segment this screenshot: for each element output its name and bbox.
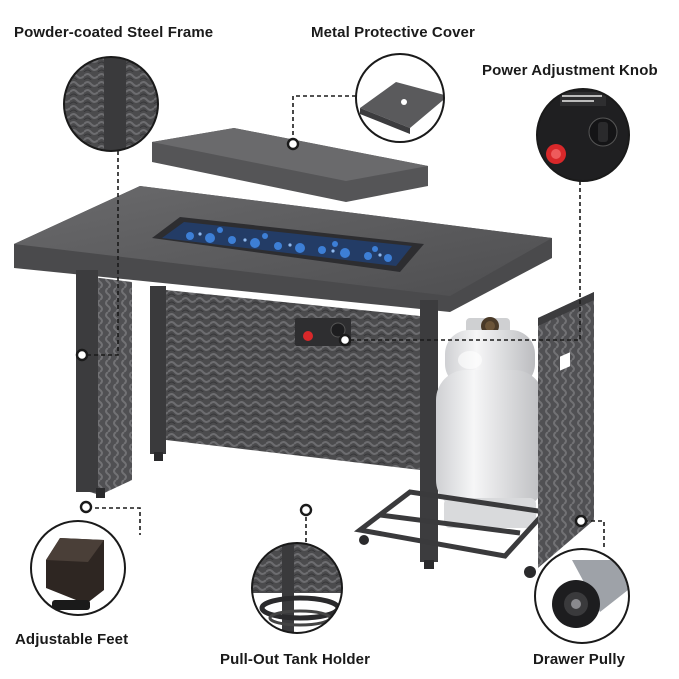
tank-dot	[299, 503, 313, 517]
propane-tank	[436, 317, 544, 528]
detail-drawer-pully	[534, 548, 630, 644]
left-side-panel	[76, 270, 132, 498]
front-wicker-panel	[166, 290, 420, 470]
detail-tank-holder	[251, 542, 343, 634]
cover-dot	[286, 137, 300, 151]
label-pully: Drawer Pully	[533, 651, 626, 668]
label-feet: Adjustable Feet	[15, 631, 129, 648]
detail-cover	[355, 53, 445, 143]
label-knob: Power Adjustment Knob	[482, 62, 658, 79]
detail-knob	[536, 88, 630, 182]
table-top	[14, 186, 552, 312]
frame-dot	[75, 348, 89, 362]
label-tank: Pull-Out Tank Holder	[220, 651, 371, 668]
callout-dots	[75, 137, 588, 528]
pully-dot	[574, 514, 588, 528]
label-cover: Metal Protective Cover	[311, 24, 475, 41]
label-frame: Powder-coated Steel Frame	[14, 24, 214, 41]
knob-dot	[338, 333, 352, 347]
right-door-panel	[538, 292, 594, 568]
detail-feet	[30, 520, 126, 616]
detail-frame	[63, 56, 159, 152]
feet-dot	[79, 500, 93, 514]
cover-panel	[152, 128, 428, 202]
back-leg-left	[150, 286, 166, 454]
